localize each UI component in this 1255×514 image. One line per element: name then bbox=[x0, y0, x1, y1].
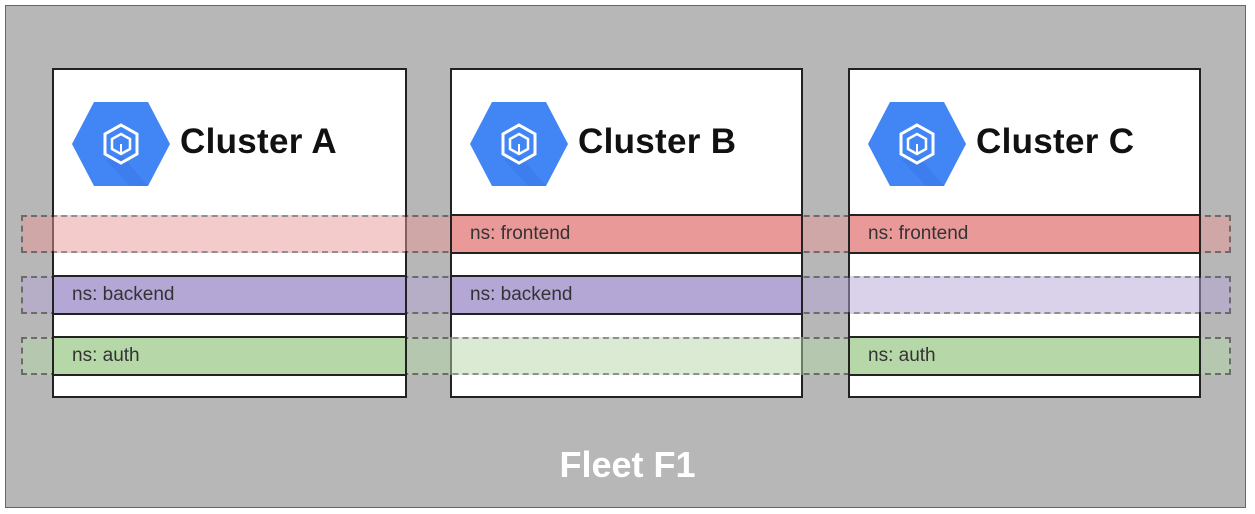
namespace-frontend-cluster-c: ns: frontend bbox=[848, 214, 1201, 254]
kubernetes-engine-hexagon-icon bbox=[470, 102, 568, 186]
fleet-label: Fleet F1 bbox=[559, 444, 696, 485]
namespace-backend-cluster-a: ns: backend bbox=[52, 275, 407, 315]
namespace-auth-cluster-a: ns: auth bbox=[52, 336, 407, 376]
namespace-backend-cluster-b: ns: backend bbox=[450, 275, 803, 315]
cluster-title: Cluster C bbox=[976, 122, 1135, 161]
namespace-frontend-cluster-b: ns: frontend bbox=[450, 214, 803, 254]
cluster-title: Cluster A bbox=[180, 122, 337, 161]
kubernetes-engine-hexagon-icon bbox=[868, 102, 966, 186]
cluster-title: Cluster B bbox=[578, 122, 737, 161]
namespace-auth-cluster-c: ns: auth bbox=[848, 336, 1201, 376]
kubernetes-engine-hexagon-icon bbox=[72, 102, 170, 186]
